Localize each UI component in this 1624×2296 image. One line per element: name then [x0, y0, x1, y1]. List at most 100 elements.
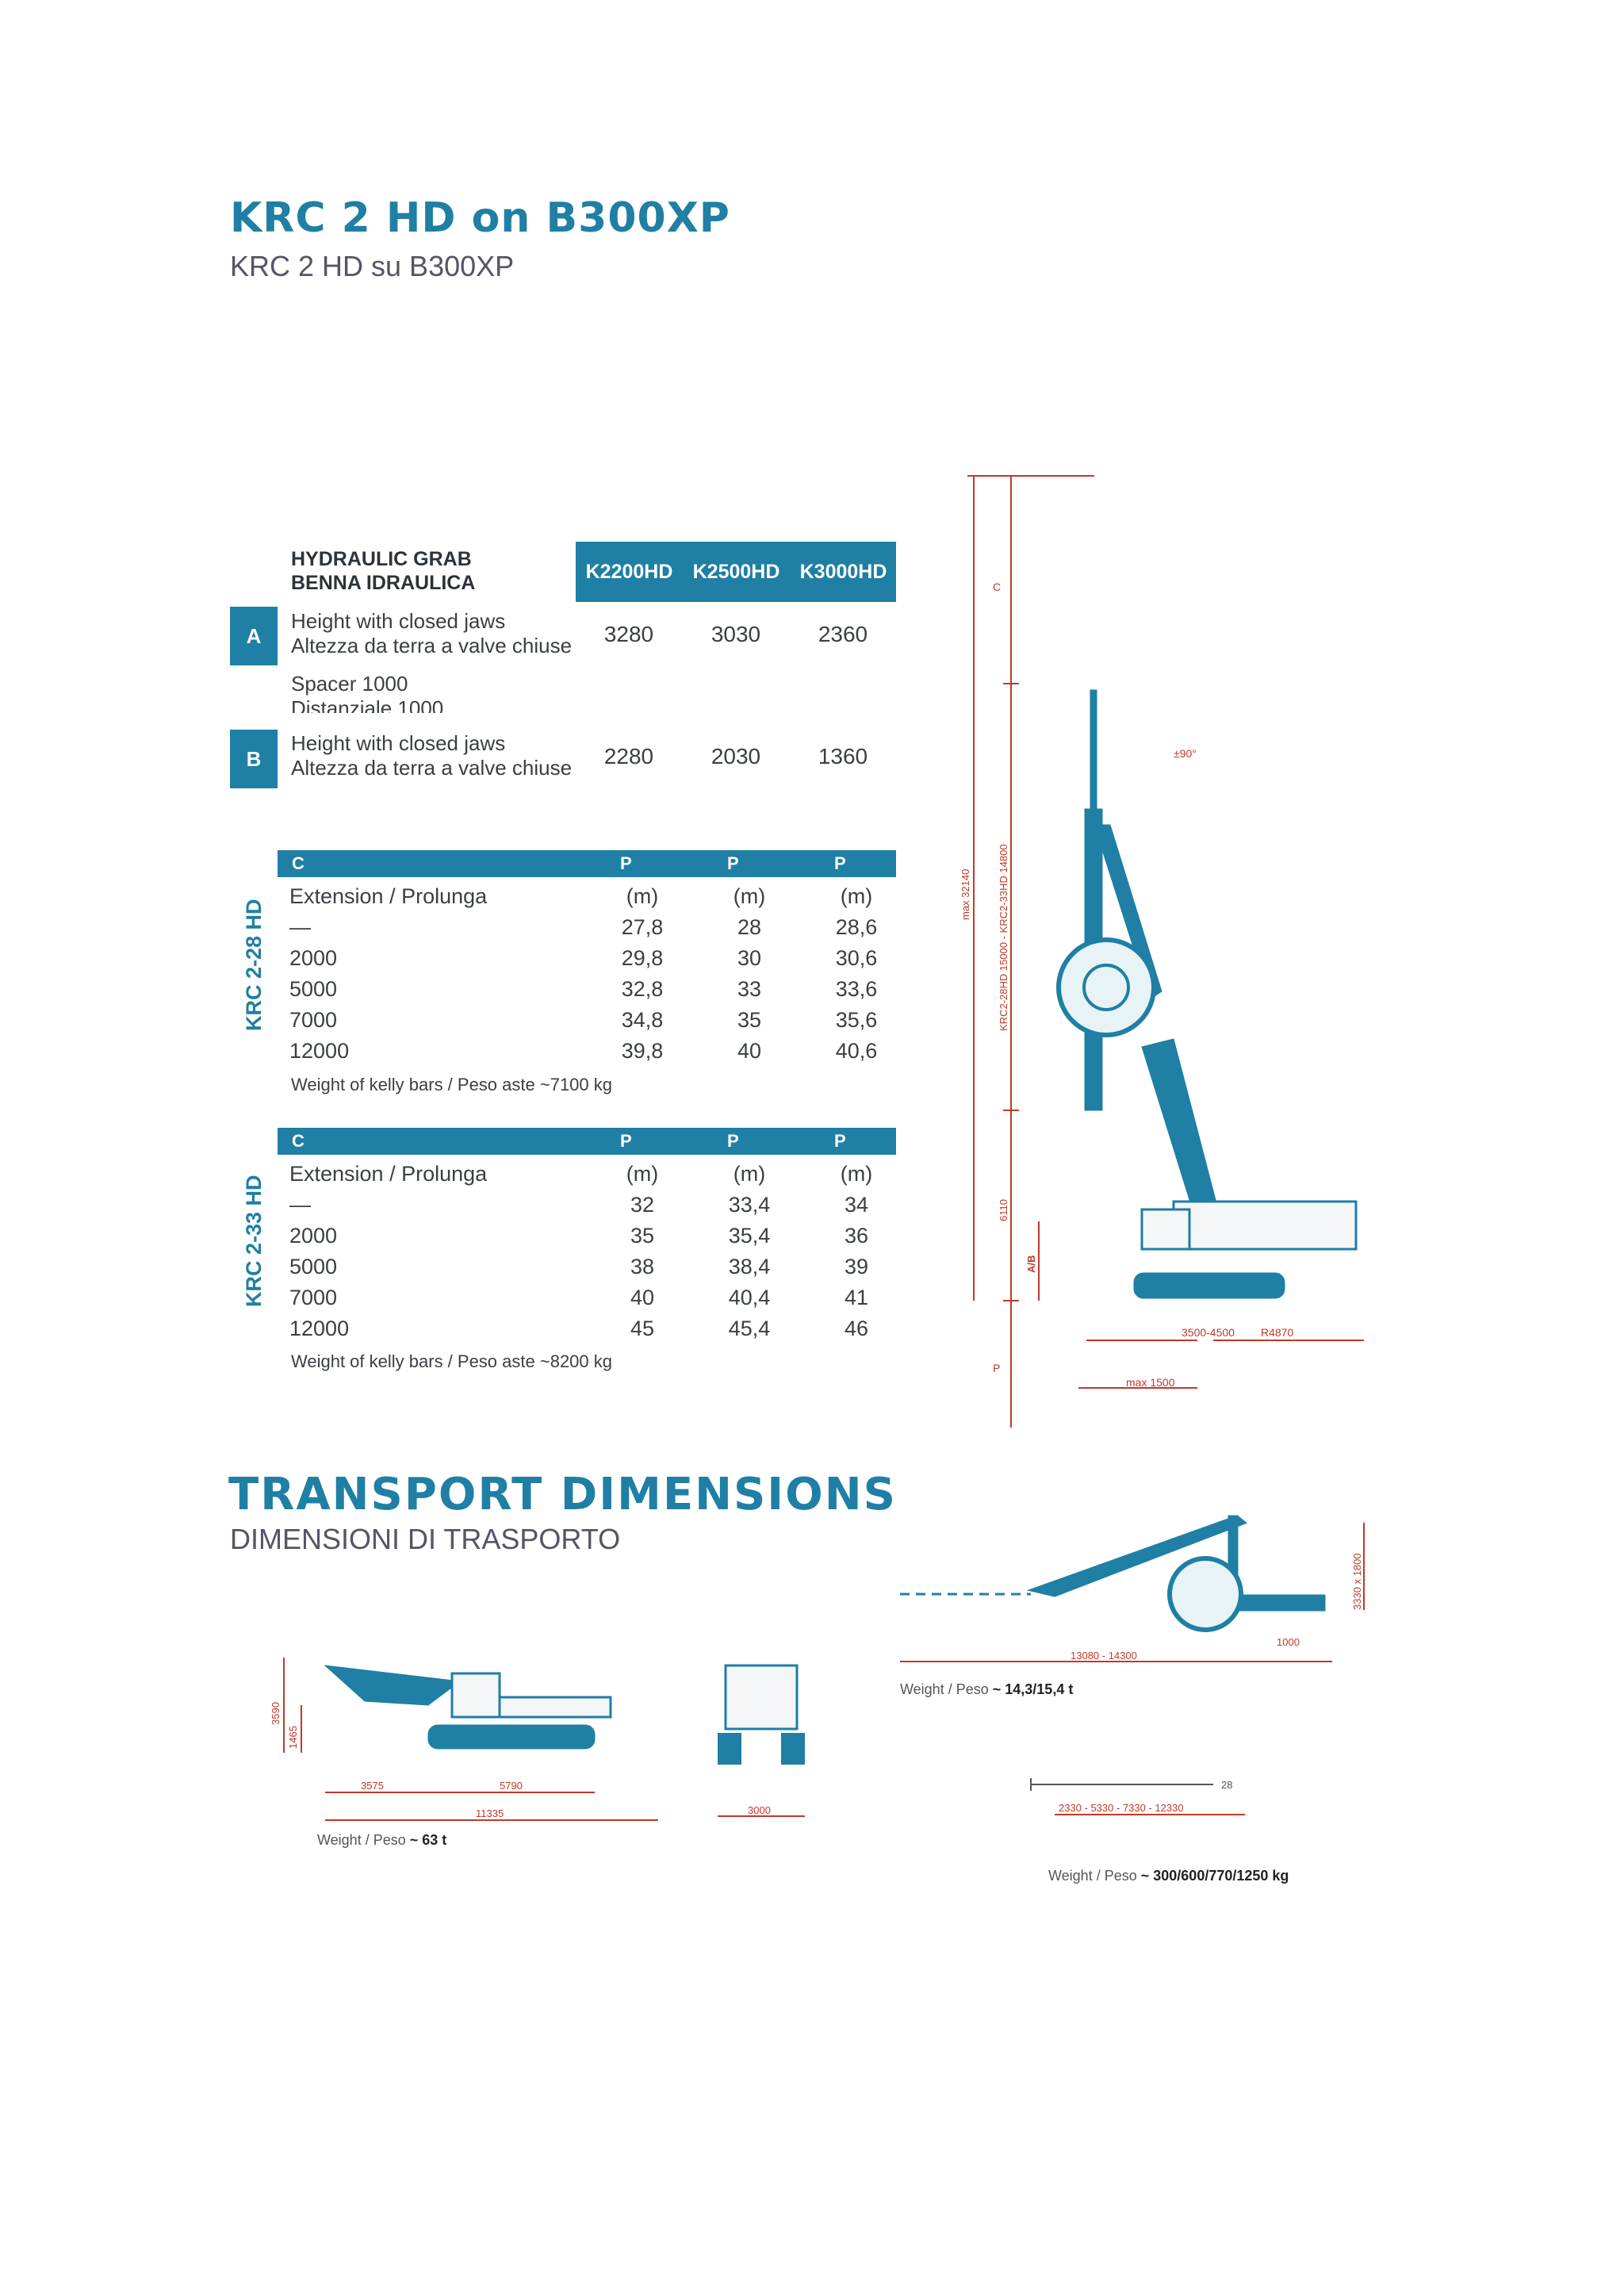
row-b-letter: B — [230, 730, 278, 788]
table-228-head-p: P — [727, 853, 739, 873]
table-cell-depth: 30,6 — [835, 946, 878, 970]
table-cell-depth: 39,8 — [621, 1039, 664, 1063]
table-cell-depth: (m) — [733, 884, 766, 908]
base-machine-front-drawing: 3000 — [718, 1664, 805, 1817]
base-dim-11335: 11335 — [476, 1807, 504, 1819]
grab-model-header: K2200HD K2500HD K3000HD — [576, 542, 896, 602]
base-dim-5790: 5790 — [500, 1780, 523, 1792]
label-p: P — [993, 1362, 1000, 1374]
row-b-desc-it: Altezza da terra a valve chiuse — [291, 756, 573, 780]
table-cell-depth: 28 — [737, 915, 762, 939]
table-228-header: C P P P — [278, 850, 896, 877]
table-233-head-c: C — [292, 1131, 304, 1151]
table-cell-extension: 2000 — [289, 1224, 338, 1248]
table-cell-depth: 32,8 — [621, 977, 664, 1001]
transport-title: TRANSPORT DIMENSIONS — [228, 1469, 897, 1520]
kelly-dim-diameter: 28 — [1221, 1779, 1232, 1791]
table-cell-depth: (m) — [840, 884, 873, 908]
table-cell-depth: 34,8 — [621, 1008, 664, 1032]
row-a-value: 3030 — [710, 622, 761, 646]
table-228-note: Weight of kelly bars / Peso aste ~7100 k… — [291, 1075, 612, 1094]
table-row: 2000 35 35,4 36 — [289, 1220, 896, 1251]
table-cell-depth: 28,6 — [835, 915, 878, 939]
table-228-side-label: KRC 2-28 HD — [242, 899, 266, 1031]
page-title: KRC 2 HD on B300XP — [230, 194, 730, 242]
table-cell-depth: (m) — [733, 1162, 766, 1186]
base-machine-transport-drawing: 3575 5790 11335 3590 1465 — [270, 1658, 658, 1821]
table-cell-depth: 35 — [630, 1224, 655, 1248]
row-a-desc-it: Altezza da terra a valve chiuse — [291, 634, 573, 657]
row-b-description: Height with closed jaws Altezza da terra… — [291, 731, 572, 780]
table-228-head-c: C — [292, 853, 304, 873]
table-cell-depth: 45,4 — [728, 1317, 771, 1340]
table-cell-depth: 33,4 — [728, 1193, 771, 1217]
label-max1500: max 1500 — [1126, 1376, 1175, 1389]
table-row: Extension / Prolunga(m)(m)(m) — [289, 1158, 896, 1190]
table-row: 2000 29,8 30 30,6 — [289, 942, 896, 974]
table-cell-extension: 12000 — [289, 1317, 350, 1340]
table-cell-extension: 12000 — [289, 1039, 350, 1063]
table-cell-depth: 35,4 — [728, 1224, 771, 1248]
table-228-head-p: P — [834, 853, 846, 873]
base-dim-3575: 3575 — [361, 1780, 384, 1792]
table-cell-depth: (m) — [840, 1162, 873, 1186]
table-cell-depth: 38,4 — [728, 1255, 771, 1278]
table-cell-extension: 2000 — [289, 946, 338, 970]
grab-heading: HYDRAULIC GRAB BENNA IDRAULICA — [291, 547, 475, 595]
table-cell-depth: 29,8 — [621, 946, 664, 970]
table-233-head-p: P — [727, 1131, 739, 1151]
row-b-value: 2280 — [603, 744, 654, 769]
model-k2200hd: K2200HD — [585, 561, 673, 583]
rig-elevation-drawing: C ±90° 3500-4500 R4870 max 1500 P max 32… — [959, 475, 1364, 1428]
base-dim-3590: 3590 — [270, 1702, 282, 1725]
table-cell-depth: 40,4 — [728, 1286, 771, 1309]
grab-heading-it: BENNA IDRAULICA — [291, 572, 476, 594]
row-b-desc-en: Height with closed jaws — [291, 731, 506, 755]
spacer-description: Spacer 1000 Distanziale 1000 — [291, 672, 443, 713]
label-angle: ±90° — [1174, 747, 1197, 760]
table-cell-extension: 5000 — [289, 1255, 338, 1278]
page-subtitle: KRC 2 HD su B300XP — [230, 250, 515, 282]
table-cell-depth: 40 — [630, 1286, 655, 1309]
table-cell-depth: 32 — [630, 1193, 655, 1217]
table-cell-depth: 34 — [844, 1193, 869, 1217]
row-a-letter: A — [230, 607, 278, 665]
label-c: C — [993, 581, 1001, 593]
table-cell-depth: (m) — [626, 884, 659, 908]
base-dim-1465: 1465 — [287, 1726, 299, 1749]
label-track: 3500-4500 — [1182, 1326, 1235, 1339]
table-cell-extension: 7000 — [289, 1286, 338, 1309]
kelly-weight-value: ~ 300/600/770/1250 kg — [1140, 1868, 1289, 1884]
row-a-description: Height with closed jaws Altezza da terra… — [291, 609, 572, 658]
table-cell-depth: 36 — [844, 1224, 869, 1248]
table-233-head-p: P — [834, 1131, 846, 1151]
table-cell-depth: 33,6 — [835, 977, 878, 1001]
front-dim-3000: 3000 — [748, 1804, 771, 1816]
model-k2500hd: K2500HD — [692, 561, 780, 583]
table-cell-depth: 35 — [737, 1008, 762, 1032]
spacer-desc-it: Distanziale 1000 — [291, 696, 444, 713]
mast-dim-section: 3330 x 1800 — [1351, 1553, 1363, 1610]
table-cell-extension: 5000 — [289, 977, 338, 1001]
mast-weight-value: ~ 14,3/15,4 t — [992, 1681, 1074, 1697]
row-b-value: 2030 — [710, 744, 761, 769]
kelly-weight-label: Weight / Peso — [1048, 1868, 1137, 1884]
table-cell-extension: — — [289, 915, 311, 939]
base-weight-label: Weight / Peso — [317, 1832, 406, 1848]
table-row: — 32 33,4 34 — [289, 1189, 896, 1221]
mast-weight: Weight / Peso ~ 14,3/15,4 t — [900, 1681, 1073, 1698]
table-cell-extension: — — [289, 1193, 311, 1217]
table-233-head-p: P — [620, 1131, 632, 1151]
table-cell-depth: 41 — [844, 1286, 869, 1309]
row-a-desc-en: Height with closed jaws — [291, 609, 506, 633]
table-233-note: Weight of kelly bars / Peso aste ~8200 k… — [291, 1351, 612, 1371]
table-cell-depth: 30 — [737, 946, 762, 970]
kelly-transport-drawing: 28 2330 - 5330 - 7330 - 12330 — [1030, 1778, 1245, 1815]
label-max-height: max 32140 — [959, 869, 971, 920]
row-b-value: 1360 — [818, 744, 868, 769]
table-cell-extension: 7000 — [289, 1008, 338, 1032]
